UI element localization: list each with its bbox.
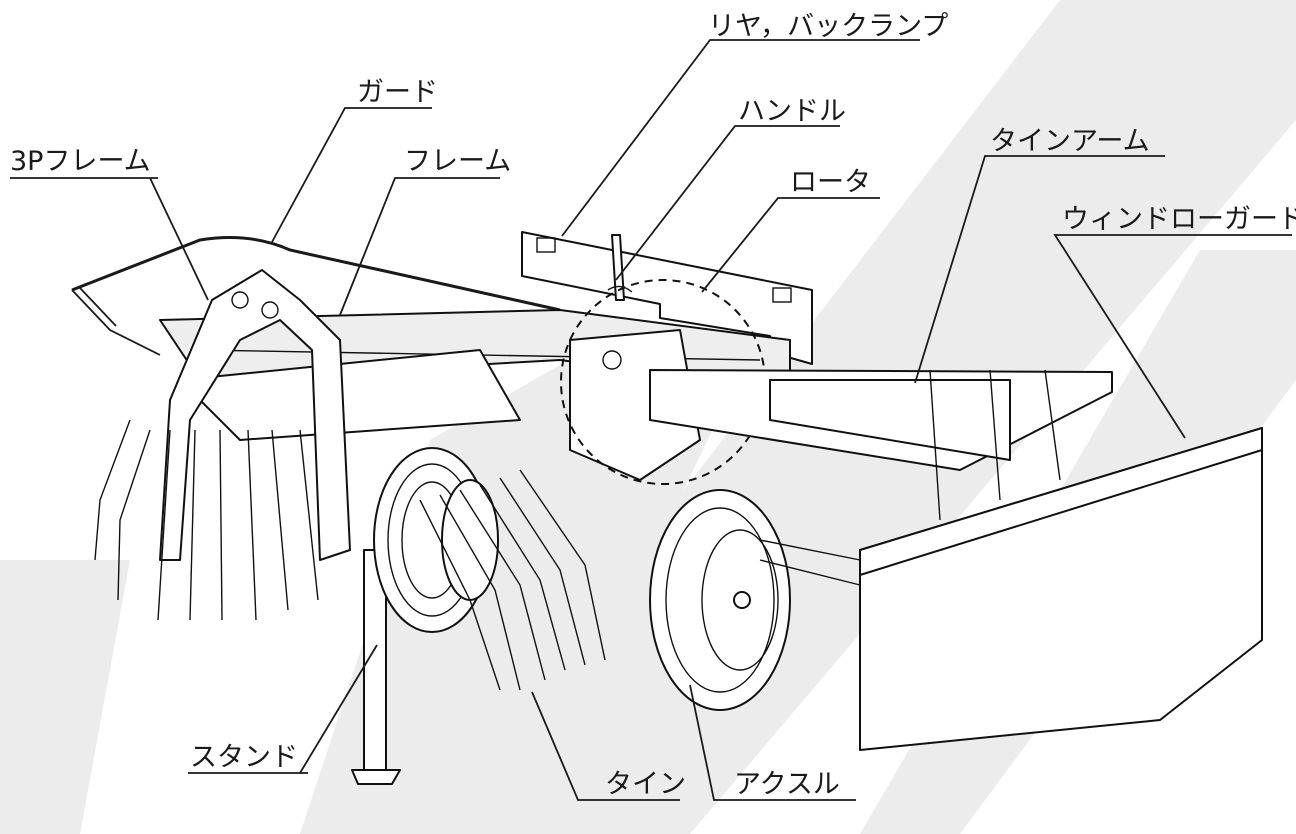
stand-part [351,549,401,785]
front-tines [419,469,606,691]
label-tine: タイン [605,769,686,800]
label-rear-backlamp: リヤ，バックランプ [708,11,948,42]
tine-arm-part [649,369,1113,521]
label-guard: ガード [357,77,438,108]
label-windrow-guard: ウィンドローガード [1062,204,1296,235]
handle-part [607,234,633,301]
guard-tube [71,236,561,356]
label-frame: フレーム [404,146,511,177]
windrow-guard-part [759,427,1263,751]
label-handle: ハンドル [738,96,846,127]
leader-lines [10,39,1292,801]
label-three-p-frame: 3Pフレーム [10,146,151,177]
left-tines [94,419,319,621]
label-stand: スタンド [190,742,298,773]
label-rotor: ロータ [790,167,871,198]
label-tine-arm: タインアーム [990,126,1150,157]
rotor-part [560,279,766,485]
label-axle: アクスル [734,769,840,800]
three-p-frame [159,269,351,561]
rear-lamp-board [521,231,813,365]
left-wheel [373,447,499,633]
right-wheel [649,489,791,711]
